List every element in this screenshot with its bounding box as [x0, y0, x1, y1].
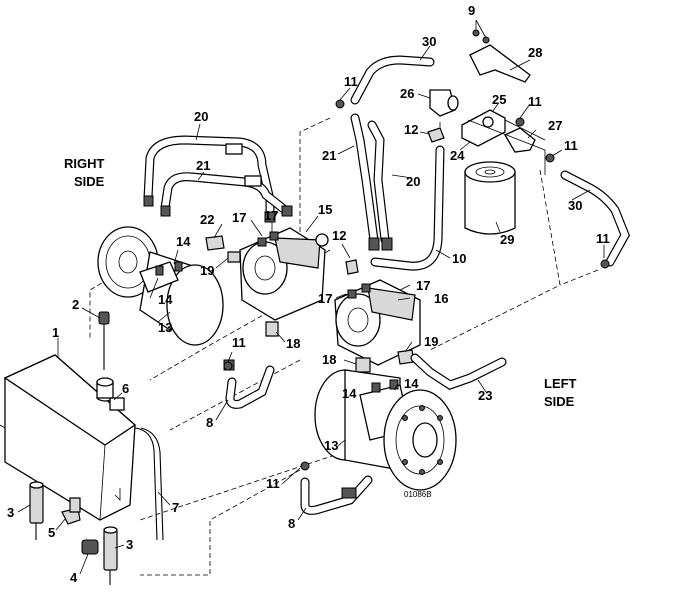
right-side-label-line2: SIDE	[74, 174, 105, 189]
callout-11e: 11	[232, 335, 246, 350]
elbow-fitting	[61, 497, 81, 525]
hose-10	[370, 145, 445, 271]
callout-27: 27	[548, 118, 562, 133]
left-wheel-motor	[314, 369, 457, 491]
oil-filter	[464, 161, 516, 235]
fitting-19-right	[227, 251, 241, 263]
callout-20b: 20	[406, 174, 420, 189]
callout-13a: 13	[158, 320, 172, 335]
fitting-22	[205, 235, 225, 251]
right-side-label-line1: RIGHT	[64, 156, 105, 171]
drain-tube	[134, 427, 158, 541]
callout-18a: 18	[286, 336, 300, 351]
tube-23	[410, 353, 507, 390]
callout-17d: 17	[318, 291, 332, 306]
right-hoses	[143, 135, 293, 223]
callout-19a: 19	[200, 263, 214, 278]
callout-16: 16	[434, 291, 448, 306]
callout-9: 9	[468, 3, 475, 18]
callout-26: 26	[400, 86, 414, 101]
callout-1: 1	[52, 325, 59, 340]
callout-3b: 3	[126, 537, 133, 552]
callout-21a: 21	[196, 158, 210, 173]
left-hydraulic-pump	[334, 279, 421, 366]
leader-lines	[17, 19, 605, 575]
callout-12b: 12	[332, 228, 346, 243]
center-hoses	[350, 113, 393, 251]
callout-25: 25	[492, 92, 506, 107]
callout-5: 5	[48, 525, 55, 540]
clamp-12	[345, 127, 445, 275]
fitting-18-left	[355, 357, 371, 373]
callout-4: 4	[70, 570, 78, 585]
left-return-tube	[300, 475, 373, 515]
callout-17b: 17	[264, 208, 278, 223]
hydraulic-reservoir	[0, 354, 137, 521]
callout-28: 28	[528, 45, 542, 60]
fitting-18-right	[265, 321, 279, 337]
callout-11a: 11	[344, 74, 358, 89]
right-hydraulic-pump	[239, 227, 329, 321]
callout-numbers: 1 2 3 3 4 5 6 7 8 8 9 10 11 11 11 11 11 …	[7, 3, 610, 585]
right-wheel-motor	[97, 226, 224, 346]
hose-30-top	[350, 55, 435, 105]
plug-fitting	[81, 539, 99, 555]
left-side-label-line1: LEFT	[544, 376, 577, 391]
hose-30-right	[560, 170, 630, 267]
filter-head	[429, 44, 546, 175]
callout-11c: 11	[564, 138, 578, 153]
callout-8a: 8	[206, 415, 213, 430]
callout-30a: 30	[422, 34, 436, 49]
callout-2: 2	[72, 297, 79, 312]
breather-fitting-left	[29, 481, 44, 540]
callout-18b: 18	[322, 352, 336, 367]
callout-11f: 11	[266, 476, 280, 491]
figure-code: 01086B	[404, 490, 432, 499]
callout-13b: 13	[324, 438, 338, 453]
callout-14c: 14	[342, 386, 357, 401]
breather-fitting-right	[103, 526, 118, 585]
callout-30b: 30	[568, 198, 582, 213]
callout-6: 6	[122, 381, 129, 396]
callout-3a: 3	[7, 505, 14, 520]
callout-10: 10	[452, 251, 466, 266]
callout-11d: 11	[596, 231, 610, 246]
callout-14b: 14	[158, 292, 173, 307]
callout-23: 23	[478, 388, 492, 403]
callout-19b: 19	[424, 334, 438, 349]
callout-15: 15	[318, 202, 332, 217]
callout-8b: 8	[288, 516, 295, 531]
callout-22: 22	[200, 212, 214, 227]
callout-29: 29	[500, 232, 514, 247]
callout-11b: 11	[528, 94, 542, 109]
callout-17c: 17	[416, 278, 430, 293]
callout-24: 24	[450, 148, 465, 163]
callout-14d: 14	[404, 376, 419, 391]
callout-20a: 20	[194, 109, 208, 124]
left-side-label-line2: SIDE	[544, 394, 575, 409]
callout-14a: 14	[176, 234, 191, 249]
callout-12a: 12	[404, 122, 418, 137]
callout-17a: 17	[232, 210, 246, 225]
callout-7: 7	[172, 500, 179, 515]
filler-cap	[98, 311, 110, 370]
callout-21b: 21	[322, 148, 336, 163]
